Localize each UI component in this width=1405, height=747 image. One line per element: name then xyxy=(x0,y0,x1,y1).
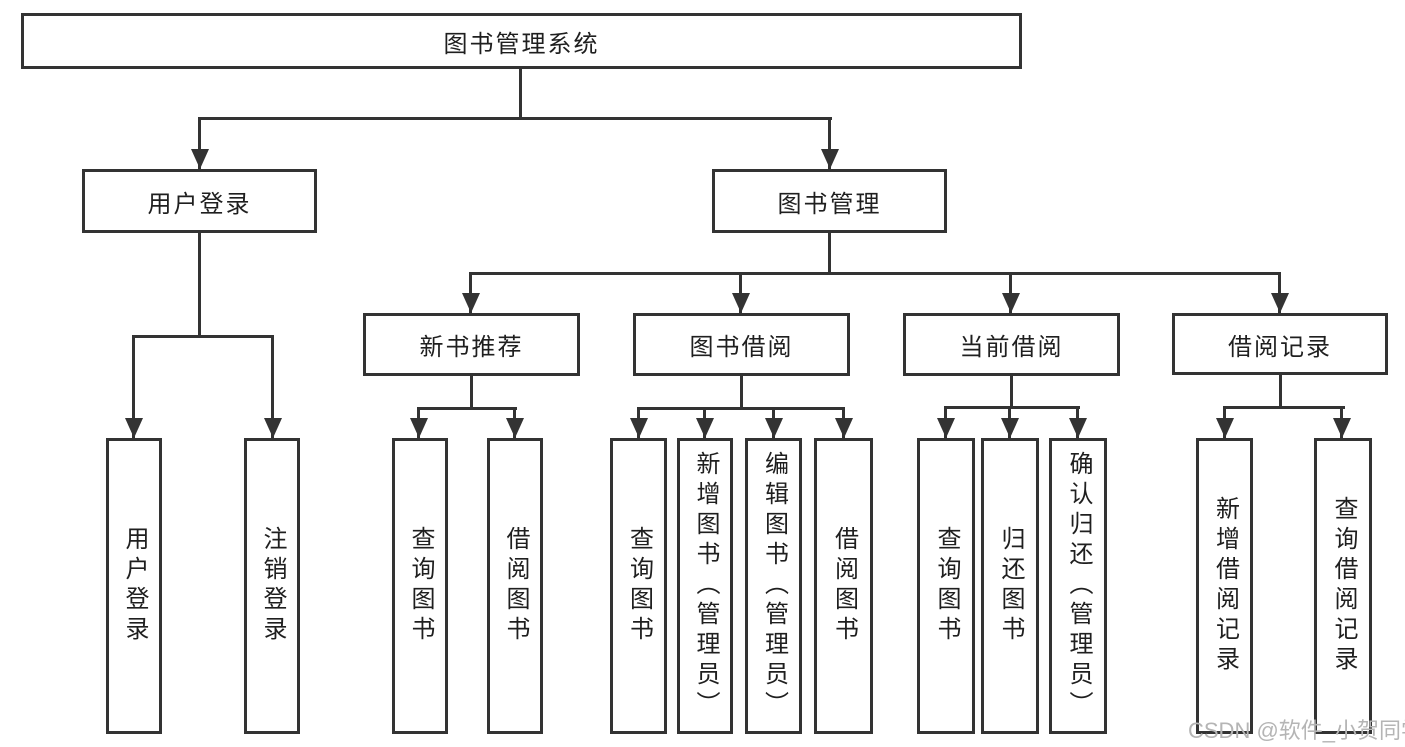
leaf-edit-books-admin-label: 编辑图书（管理员） xyxy=(760,451,788,721)
connector-recommend-stem xyxy=(470,375,473,410)
leaf-query-books-2-label: 查询图书 xyxy=(625,526,653,646)
connector-current-stem xyxy=(1010,375,1013,409)
leaf-query-books-3-label: 查询图书 xyxy=(933,526,960,646)
leaf-user-login: 用户登录 xyxy=(106,438,162,734)
leaf-borrow-books-2-label: 借阅图书 xyxy=(830,526,858,646)
connector-user-login-stem xyxy=(198,232,201,337)
node-new-book-recommend: 新书推荐 xyxy=(363,313,580,376)
connector-book-mgmt-stem xyxy=(828,232,831,274)
arrow-to-query-borrow-record xyxy=(1340,406,1343,438)
connector-borrow-stem xyxy=(740,375,743,410)
arrow-to-query-books-3 xyxy=(944,406,947,438)
arrow-to-borrow-books-2 xyxy=(842,407,845,438)
connector-root-stem xyxy=(519,68,522,119)
arrow-to-add-books xyxy=(703,407,706,438)
connector-borrow-splitter xyxy=(637,407,845,410)
leaf-query-books-3: 查询图书 xyxy=(917,438,975,734)
arrow-to-leaf-logout xyxy=(271,335,274,438)
connector-level2-splitter xyxy=(198,117,832,120)
leaf-return-books: 归还图书 xyxy=(981,438,1039,734)
leaf-add-borrow-record-label: 新增借阅记录 xyxy=(1211,496,1239,676)
leaf-logout-label: 注销登录 xyxy=(259,526,286,646)
arrow-to-query-books-2 xyxy=(637,407,640,438)
leaf-logout: 注销登录 xyxy=(244,438,300,734)
node-book-management: 图书管理 xyxy=(712,169,947,233)
node-user-login: 用户登录 xyxy=(82,169,317,233)
arrow-to-return-books xyxy=(1008,406,1011,438)
connector-level3-splitter xyxy=(469,272,1281,275)
node-borrow-records: 借阅记录 xyxy=(1172,313,1388,375)
arrow-to-new-book-recommend xyxy=(469,272,472,313)
leaf-add-books-admin-label: 新增图书（管理员） xyxy=(692,451,719,721)
arrow-to-borrow-books-1 xyxy=(513,407,516,438)
arrow-to-edit-books xyxy=(772,407,775,438)
arrow-to-borrow-records xyxy=(1278,272,1281,313)
arrow-to-confirm-return xyxy=(1076,406,1079,438)
arrow-to-user-login xyxy=(198,117,201,169)
arrow-to-query-books-1 xyxy=(417,407,420,438)
connector-records-splitter xyxy=(1223,406,1345,409)
connector-recommend-splitter xyxy=(417,407,517,410)
leaf-add-borrow-record: 新增借阅记录 xyxy=(1196,438,1253,734)
connector-current-splitter xyxy=(944,406,1080,409)
connector-records-stem xyxy=(1279,375,1282,409)
leaf-edit-books-admin: 编辑图书（管理员） xyxy=(745,438,802,734)
leaf-borrow-books-1-label: 借阅图书 xyxy=(502,526,529,646)
watermark: CSDN @软件_小贺同学 xyxy=(1188,718,1405,743)
leaf-confirm-return-admin: 确认归还（管理员） xyxy=(1049,438,1107,734)
arrow-to-add-borrow-record xyxy=(1223,406,1226,438)
leaf-query-borrow-record-label: 查询借阅记录 xyxy=(1330,496,1357,676)
leaf-confirm-return-admin-label: 确认归还（管理员） xyxy=(1065,451,1092,721)
leaf-add-books-admin: 新增图书（管理员） xyxy=(677,438,733,734)
node-book-borrow: 图书借阅 xyxy=(633,313,850,376)
connector-user-login-splitter xyxy=(132,335,274,338)
node-current-borrow: 当前借阅 xyxy=(903,313,1120,376)
arrow-to-leaf-user-login xyxy=(132,335,135,438)
leaf-query-books-2: 查询图书 xyxy=(610,438,667,734)
leaf-query-books-1-label: 查询图书 xyxy=(407,526,434,646)
leaf-borrow-books-2: 借阅图书 xyxy=(814,438,873,734)
leaf-query-books-1: 查询图书 xyxy=(392,438,448,734)
arrow-to-book-borrow xyxy=(739,272,742,313)
arrow-to-book-management xyxy=(828,117,831,169)
arrow-to-current-borrow xyxy=(1009,272,1012,313)
leaf-borrow-books-1: 借阅图书 xyxy=(487,438,543,734)
leaf-user-login-label: 用户登录 xyxy=(121,526,148,646)
leaf-query-borrow-record: 查询借阅记录 xyxy=(1314,438,1372,734)
leaf-return-books-label: 归还图书 xyxy=(997,526,1024,646)
node-root: 图书管理系统 xyxy=(21,13,1022,69)
